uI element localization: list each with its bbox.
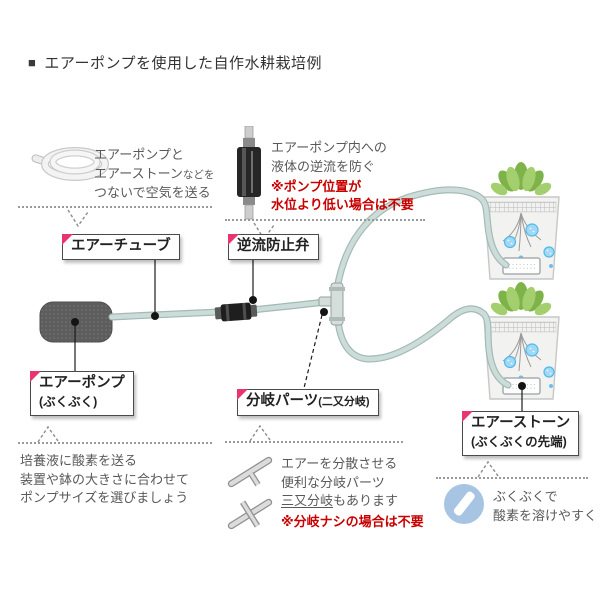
warning-text: ※ポンプ位置が 水位より低い場合は不要 bbox=[271, 179, 414, 212]
arrow-up-icon bbox=[249, 424, 271, 442]
note-line: エアーを分散させる bbox=[281, 456, 398, 471]
check-valve-inline bbox=[214, 302, 258, 322]
label-check-valve: 逆流防止弁 bbox=[228, 234, 319, 260]
dotted-separator bbox=[18, 206, 212, 208]
pink-corner-icon bbox=[237, 389, 248, 400]
arrow-down-icon bbox=[67, 209, 89, 228]
planter-lower bbox=[483, 281, 560, 400]
title-square-icon: ■ bbox=[28, 55, 37, 70]
note-line: エアーポンプと bbox=[94, 147, 184, 162]
note-line: つないで空気を送る bbox=[94, 185, 211, 200]
arrow-up-icon bbox=[37, 425, 59, 443]
air-tube-lines bbox=[108, 186, 512, 389]
note-top-middle: エアーポンプ内への 液体の逆流を防ぐ ※ポンプ位置が 水位より低い場合は不要 bbox=[271, 139, 414, 214]
label-air-tube: エアーチューブ bbox=[62, 234, 180, 260]
pink-corner-icon bbox=[228, 234, 239, 245]
label-pointer-lines bbox=[74, 258, 523, 411]
page-title-text: エアーポンプを使用した自作水耕栽培例 bbox=[44, 55, 323, 72]
air-stone-bubble-icon bbox=[444, 484, 484, 524]
dotted-separator bbox=[225, 441, 403, 443]
pink-corner-icon bbox=[30, 371, 41, 382]
page-title: ■ エアーポンプを使用した自作水耕栽培例 bbox=[28, 52, 322, 73]
note-line: 便利な分岐パーツ bbox=[281, 474, 385, 490]
note-top-left: エアーポンプと エアーストーンなどを つないで空気を送る bbox=[94, 146, 214, 203]
branch-connector bbox=[318, 282, 345, 326]
planter-upper bbox=[483, 161, 560, 280]
label-air-stone: エアーストーン (ぶくぶくの先端) bbox=[462, 411, 580, 456]
note-line: エアーポンプ内への bbox=[271, 140, 387, 155]
note-line: 三又分岐もあります bbox=[281, 493, 399, 508]
note-line: 装置や鉢の大きさに合わせて bbox=[20, 471, 190, 487]
dotted-separator bbox=[436, 477, 588, 479]
dotted-separator bbox=[225, 219, 425, 221]
pink-corner-icon bbox=[62, 234, 73, 245]
note-line: ポンプサイズを選びましょう bbox=[20, 490, 189, 505]
note-bottom-middle: エアーを分散させる 便利な分岐パーツ 三又分岐もあります ※分岐ナシの場合は不要 bbox=[281, 455, 424, 531]
note-line: エアーストーンなどを bbox=[94, 165, 215, 181]
warning-text: ※分岐ナシの場合は不要 bbox=[281, 513, 424, 529]
note-line: ぶくぶくで bbox=[493, 489, 558, 504]
label-branch-parts: 分岐パーツ(二又分岐) bbox=[237, 389, 379, 416]
pointer-dots bbox=[71, 296, 526, 390]
note-line: 培養液に酸素を送る bbox=[20, 453, 138, 468]
branch-parts-icons bbox=[227, 456, 273, 530]
dotted-separator bbox=[18, 442, 212, 444]
note-line: 酸素を溶けやすく bbox=[493, 507, 598, 523]
tube-coil-icon bbox=[31, 147, 109, 181]
check-valve-icon bbox=[237, 126, 261, 220]
note-line: 液体の逆流を防ぐ bbox=[271, 158, 376, 174]
note-bottom-right: ぶくぶくで 酸素を溶けやすく bbox=[493, 488, 597, 525]
label-air-pump: エアーポンプ (ぶくぶく) bbox=[30, 371, 134, 416]
arrow-up-icon bbox=[477, 460, 499, 478]
note-bottom-left: 培養液に酸素を送る 装置や鉢の大きさに合わせて ポンプサイズを選びましょう bbox=[20, 452, 189, 508]
pink-corner-icon bbox=[462, 411, 473, 422]
